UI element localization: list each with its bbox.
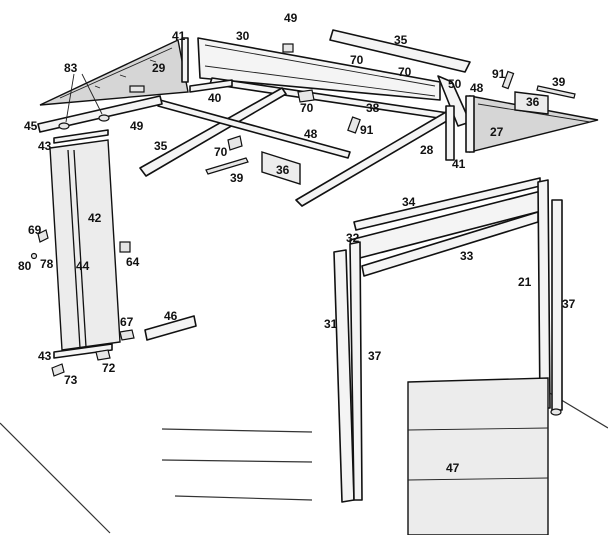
label-49a: 49: [284, 11, 298, 25]
box-36-top: [514, 91, 549, 115]
label-48b: 48: [304, 127, 318, 141]
bar-46: [144, 315, 197, 341]
label-64: 64: [126, 255, 140, 269]
label-70c: 70: [300, 101, 314, 115]
clip-91-top: [501, 70, 515, 90]
label-37a: 37: [562, 297, 576, 311]
label-45: 45: [24, 119, 38, 133]
label-91b: 91: [360, 123, 374, 137]
label-80: 80: [18, 259, 32, 273]
label-28: 28: [420, 143, 434, 157]
label-36a: 36: [526, 95, 540, 109]
label-35b: 35: [154, 139, 168, 153]
label-70b: 70: [398, 65, 412, 79]
label-41a: 41: [172, 29, 186, 43]
label-38: 38: [366, 101, 380, 115]
label-46: 46: [164, 309, 178, 323]
label-39a: 39: [552, 75, 566, 89]
label-31: 31: [324, 317, 338, 331]
strip-43-bottom: [53, 343, 113, 359]
door-panel-47: [407, 377, 549, 535]
side-panel-42: [49, 139, 121, 351]
label-41b: 41: [452, 157, 466, 171]
label-33: 33: [460, 249, 474, 263]
part-labels: 49 41 30 35 83 29 70 70 91 39 50 48 36 4…: [18, 11, 576, 475]
screw-78: [30, 252, 38, 260]
label-29: 29: [152, 61, 166, 75]
label-35a: 35: [394, 33, 408, 47]
label-83: 83: [64, 61, 78, 75]
beam-30: [197, 37, 441, 101]
label-43a: 43: [38, 139, 52, 153]
bracket-64: [119, 241, 131, 253]
label-36b: 36: [276, 163, 290, 177]
brace-35: [139, 87, 287, 177]
label-72: 72: [102, 361, 116, 375]
box-36-lower: [261, 151, 301, 185]
clip-91-center: [347, 116, 361, 134]
label-50: 50: [448, 77, 462, 91]
strip-43-top: [53, 129, 109, 144]
label-47: 47: [446, 461, 460, 475]
label-21: 21: [518, 275, 532, 289]
label-43b: 43: [38, 349, 52, 363]
label-42: 42: [88, 211, 102, 225]
gable-panel-29: [39, 38, 189, 106]
label-44: 44: [76, 259, 90, 273]
rail-40: [189, 79, 233, 93]
clip-70-lower: [227, 135, 243, 151]
label-69: 69: [28, 223, 42, 237]
label-67: 67: [120, 315, 134, 329]
clip-72: [95, 349, 111, 361]
label-73: 73: [64, 373, 78, 387]
clip-67: [119, 329, 135, 341]
label-48a: 48: [470, 81, 484, 95]
label-34: 34: [402, 195, 416, 209]
label-30: 30: [236, 29, 250, 43]
ridge-bar-35: [329, 29, 471, 73]
label-37b: 37: [368, 349, 382, 363]
label-49b: 49: [130, 119, 144, 133]
label-78: 78: [40, 257, 54, 271]
label-91a: 91: [492, 67, 506, 81]
post-48-right: [465, 95, 475, 153]
label-40: 40: [208, 91, 222, 105]
label-32: 32: [346, 231, 360, 245]
label-70a: 70: [350, 53, 364, 67]
label-39b: 39: [230, 171, 244, 185]
post-31: [333, 241, 363, 503]
clip-73: [51, 363, 65, 377]
label-27: 27: [490, 125, 504, 139]
post-41-top: [181, 37, 189, 83]
strip-39-lower: [205, 157, 249, 175]
top-rail-45: [37, 73, 163, 133]
panel-28: [295, 111, 453, 207]
post-21: [537, 179, 563, 416]
clip-70-center: [297, 89, 315, 103]
post-41-right: [445, 105, 455, 161]
clip-49-top: [282, 43, 294, 53]
label-70d: 70: [214, 145, 228, 159]
clip-69: [37, 229, 49, 243]
strip-39-top: [536, 85, 576, 99]
